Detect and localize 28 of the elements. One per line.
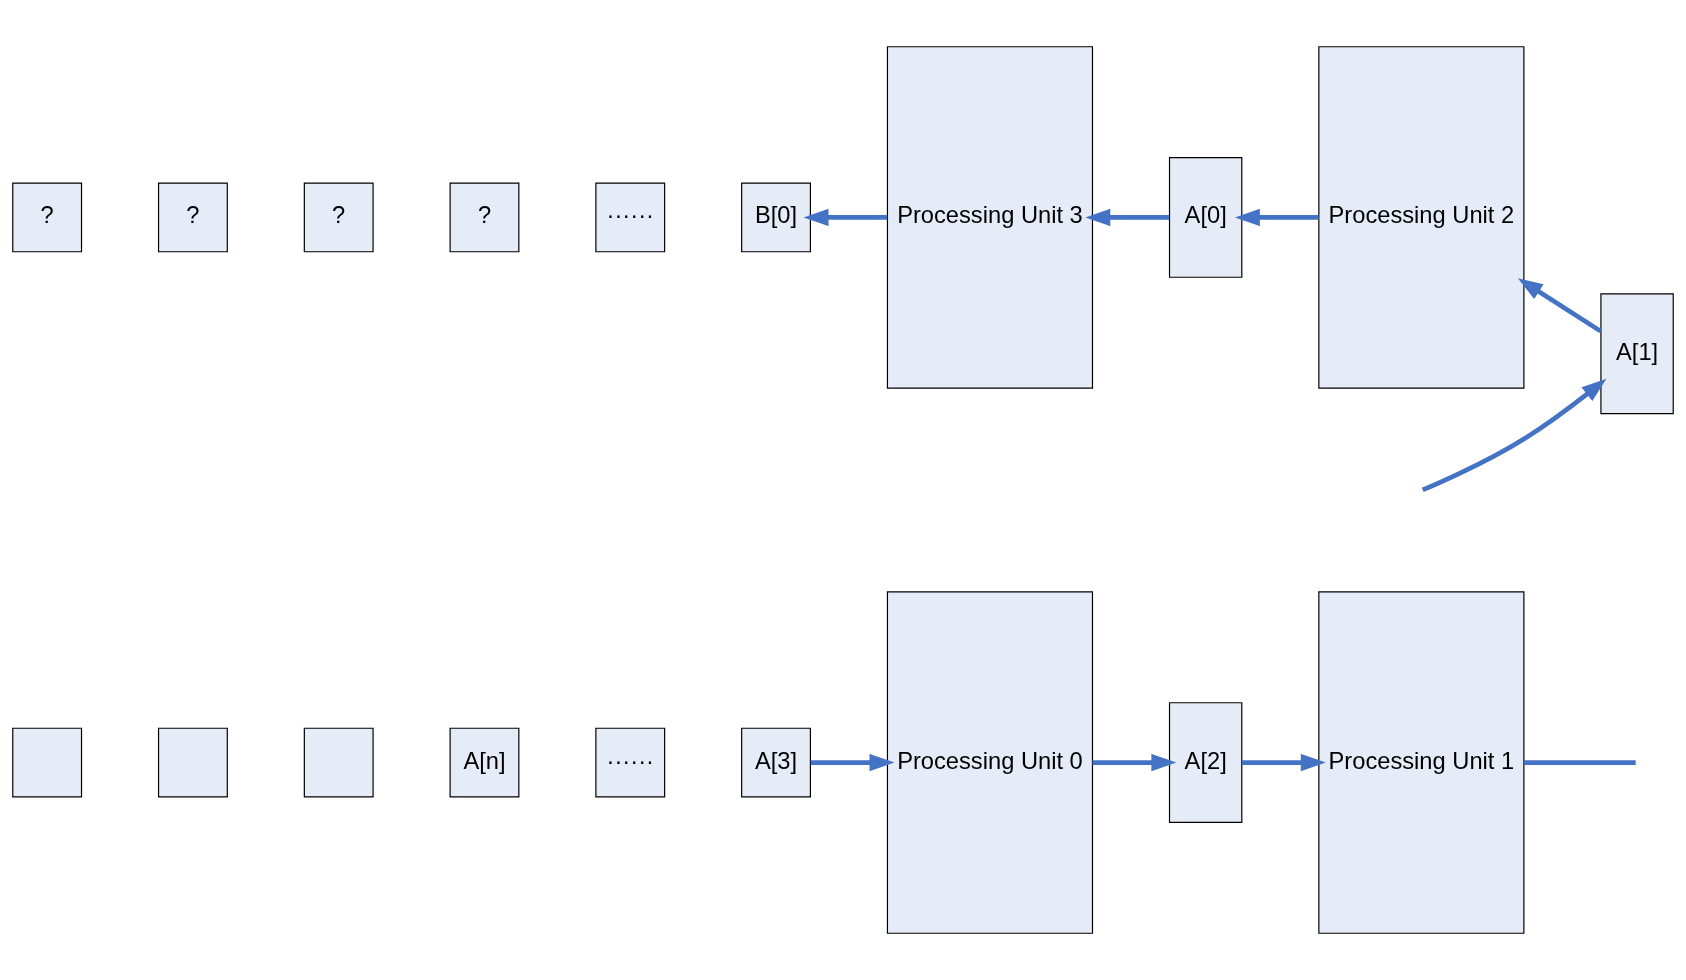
- node-box: ······: [595, 182, 666, 253]
- arrow: [1092, 753, 1177, 772]
- node-box: Processing Unit 0: [886, 591, 1094, 934]
- node-box: A[2]: [1168, 702, 1243, 824]
- node-box: ?: [157, 182, 228, 253]
- node-box: A[n]: [449, 727, 520, 798]
- arrow: [810, 753, 895, 772]
- arrow: [1242, 753, 1326, 772]
- node-box: [12, 727, 83, 798]
- node-box: ······: [595, 727, 666, 798]
- connector: [1523, 760, 1636, 765]
- node-box: Processing Unit 2: [1318, 46, 1525, 389]
- node-box: Processing Unit 1: [1318, 591, 1525, 934]
- node-box: ?: [12, 182, 83, 253]
- arrow: [1421, 378, 1607, 493]
- node-box: ?: [303, 182, 374, 253]
- node-box: [157, 727, 228, 798]
- node-box: A[0]: [1168, 156, 1243, 278]
- node-box: [303, 727, 374, 798]
- arrow: [1517, 278, 1602, 334]
- node-box: Processing Unit 3: [886, 46, 1094, 389]
- node-box: A[1]: [1600, 293, 1674, 415]
- node-box: ?: [449, 182, 520, 253]
- arrow: [803, 208, 888, 227]
- node-box: A[3]: [741, 727, 811, 798]
- arrow: [1085, 208, 1170, 227]
- arrow: [1234, 208, 1319, 227]
- node-box: B[0]: [741, 182, 811, 253]
